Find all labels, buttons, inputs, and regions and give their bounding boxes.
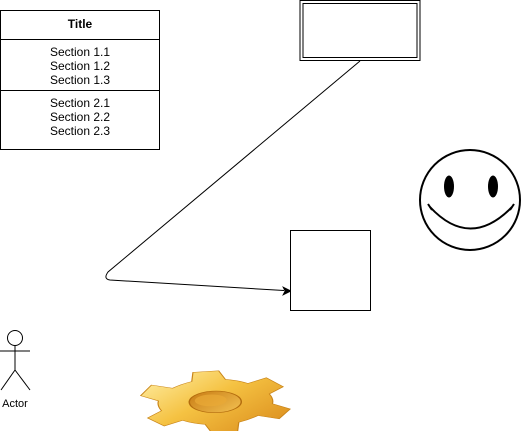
class-title: Title <box>1 11 159 40</box>
section-item: Section 2.2 <box>49 110 111 124</box>
gear-icon[interactable] <box>135 367 297 431</box>
section-item: Section 2.3 <box>49 124 111 138</box>
smiley-icon[interactable] <box>419 149 521 251</box>
stick-figure-icon[interactable] <box>0 330 31 391</box>
section-item: Section 1.1 <box>49 45 111 59</box>
connector-arrow[interactable] <box>105 60 361 296</box>
double-border-rect[interactable] <box>299 0 421 61</box>
class-section-2: Section 2.1 Section 2.2 Section 2.3 <box>1 91 159 138</box>
square-shape[interactable] <box>290 230 371 311</box>
class-box[interactable]: Title Section 1.1 Section 1.2 Section 1.… <box>0 10 160 150</box>
actor-label: Actor <box>2 398 28 410</box>
section-item: Section 1.3 <box>49 73 111 87</box>
section-item: Section 2.1 <box>49 96 111 110</box>
class-section-1: Section 1.1 Section 1.2 Section 1.3 <box>1 40 159 91</box>
section-item: Section 1.2 <box>49 59 111 73</box>
